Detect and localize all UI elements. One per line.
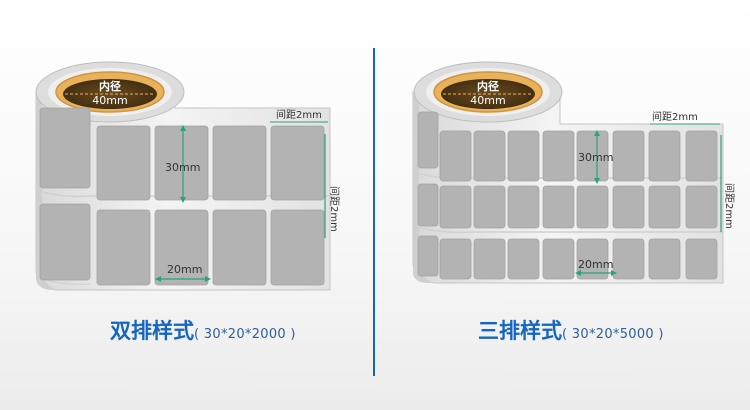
right-vertical-gap-text: 间距2mm — [723, 183, 736, 229]
left-caption-spec: ( 30*20*2000 ) — [194, 327, 296, 342]
left-caption-title: 双排样式 — [110, 319, 194, 343]
label-sticker — [507, 185, 540, 229]
label-sticker — [685, 238, 718, 280]
right-label-grid — [417, 111, 718, 280]
label-sticker — [439, 130, 472, 182]
label-sticker — [542, 238, 575, 280]
label-sticker — [439, 238, 472, 280]
left-vertical-gap-text: 间距2mm — [328, 186, 341, 232]
label-sticker — [648, 238, 681, 280]
label-sticker — [542, 185, 575, 229]
label-sticker — [154, 209, 209, 286]
right-horizontal-gap-text: 间距2mm — [652, 110, 698, 123]
label-sticker — [685, 185, 718, 229]
left-core-size: 40mm — [92, 94, 127, 107]
label-sticker — [542, 130, 575, 182]
label-sticker — [507, 130, 540, 182]
left-horizontal-gap-text: 间距2mm — [276, 108, 322, 121]
label-sticker — [473, 185, 506, 229]
label-sticker — [96, 209, 151, 286]
label-sticker — [417, 235, 439, 277]
right-caption-title: 三排样式 — [478, 319, 562, 343]
label-sticker — [648, 185, 681, 229]
label-sticker — [473, 238, 506, 280]
label-sticker — [270, 125, 325, 201]
label-sticker — [417, 183, 439, 227]
label-sticker — [473, 130, 506, 182]
right-caption: 三排样式( 30*20*5000 ) — [478, 315, 664, 345]
label-sticker — [417, 111, 439, 169]
right-label-height: 30mm — [578, 151, 613, 164]
left-label-grid — [39, 107, 325, 286]
right-core-size: 40mm — [470, 94, 505, 107]
label-sticker — [612, 185, 645, 229]
label-sticker — [576, 238, 609, 280]
label-sticker — [648, 130, 681, 182]
label-sticker — [39, 203, 91, 281]
label-sticker — [576, 130, 609, 182]
left-label-height: 30mm — [165, 161, 200, 174]
right-label-width: 20mm — [578, 258, 613, 271]
label-sticker — [212, 209, 267, 286]
label-sticker — [439, 185, 472, 229]
center-divider — [373, 48, 375, 376]
label-sticker — [685, 130, 718, 182]
label-sticker — [576, 185, 609, 229]
label-sticker — [270, 209, 325, 286]
label-sticker — [96, 125, 151, 201]
left-label-width: 20mm — [167, 263, 202, 276]
right-caption-spec: ( 30*20*5000 ) — [562, 327, 664, 342]
label-sticker — [507, 238, 540, 280]
label-sticker — [212, 125, 267, 201]
left-caption: 双排样式( 30*20*2000 ) — [110, 315, 296, 345]
left-core-label: 内径 — [99, 79, 121, 93]
label-sticker — [39, 107, 91, 189]
label-sticker — [612, 238, 645, 280]
right-core-label: 内径 — [477, 79, 499, 93]
label-sticker — [612, 130, 645, 182]
